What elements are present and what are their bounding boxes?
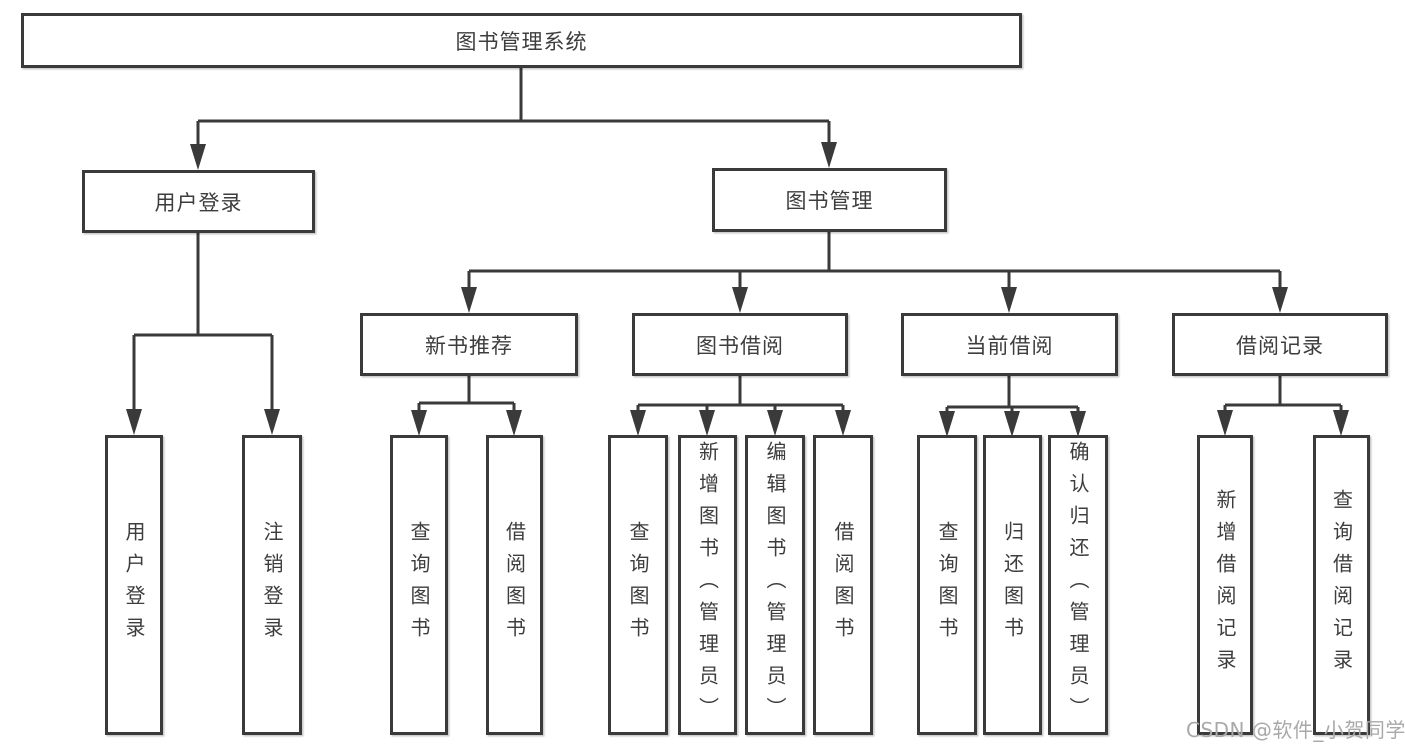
node-label: 注销登录 [260,521,284,649]
node-label: 当前借阅 [965,333,1054,358]
arrowhead [939,411,955,437]
node-borrow-books-borrowing: 借阅图书 [813,435,873,735]
node-edit-books-admin: 编辑图书（管理员） [745,435,805,735]
node-label: 新书推荐 [425,333,513,358]
node-book-borrowing: 图书借阅 [632,313,848,376]
node-book-management-system: 图书管理系统 [21,13,1022,68]
arrowhead [126,409,142,435]
node-return-books: 归还图书 [983,435,1042,735]
connector-root [190,68,837,170]
arrowhead [190,144,206,170]
arrowhead [1272,287,1288,313]
node-new-book-recommend: 新书推荐 [360,313,578,376]
arrowhead [1333,410,1349,436]
node-label: 图书借阅 [696,333,784,358]
node-label: 用户登录 [154,190,243,215]
node-label: 归还图书 [1000,521,1025,649]
node-label: 新增借阅记录 [1213,489,1237,681]
connector-borrowing-records [1217,376,1349,436]
node-label: 查询图书 [407,521,431,649]
arrowhead [506,410,522,436]
node-query-books-borrowing: 查询图书 [608,435,668,735]
arrowhead [821,142,837,168]
node-label: 图书管理 [785,189,874,213]
node-query-books-current: 查询图书 [917,435,977,735]
node-logout: 注销登录 [242,435,302,735]
connector-user-login [126,233,280,435]
node-borrowing-records: 借阅记录 [1172,313,1388,376]
node-label: 用户登录 [122,521,146,649]
node-label: 图书管理系统 [455,29,588,54]
node-user-login-leaf: 用户登录 [105,435,163,735]
arrowhead [411,410,427,436]
node-label: 新增图书（管理员） [695,441,720,729]
arrowhead [1217,410,1233,436]
arrowhead [1001,287,1017,313]
node-label: 借阅记录 [1236,333,1324,358]
csdn-watermark: CSDN @软件_小贺同学 [1186,718,1405,742]
arrowhead [461,287,477,313]
node-label: 确认归还（管理员） [1066,441,1090,729]
connector-book-management [461,232,1288,313]
arrowhead [732,287,748,313]
node-query-books-recommend: 查询图书 [390,435,448,735]
connector-book-borrowing [630,376,851,436]
node-label: 编辑图书（管理员） [763,441,787,729]
arrowhead [630,410,646,436]
node-label: 借阅图书 [502,521,527,649]
node-current-borrowing: 当前借阅 [901,313,1118,376]
node-book-management: 图书管理 [712,168,947,232]
connector-current-borrowing [939,376,1086,437]
node-label: 借阅图书 [831,521,855,649]
arrowhead [767,410,783,436]
node-add-borrow-record: 新增借阅记录 [1197,435,1253,735]
node-label: 查询借阅记录 [1329,489,1354,681]
arrowhead [1070,411,1086,437]
arrowhead [264,409,280,435]
connector-new-book-recommend [411,376,522,436]
node-user-login: 用户登录 [82,170,315,233]
node-add-books-admin: 新增图书（管理员） [678,435,737,735]
arrowhead [699,410,715,436]
node-borrow-books-recommend: 借阅图书 [486,435,543,735]
arrowhead [835,410,851,436]
node-confirm-return-admin: 确认归还（管理员） [1048,435,1108,735]
node-label: 查询图书 [935,521,959,649]
node-query-borrow-record: 查询借阅记录 [1313,435,1370,735]
node-label: 查询图书 [626,521,650,649]
arrowhead [1004,411,1020,437]
